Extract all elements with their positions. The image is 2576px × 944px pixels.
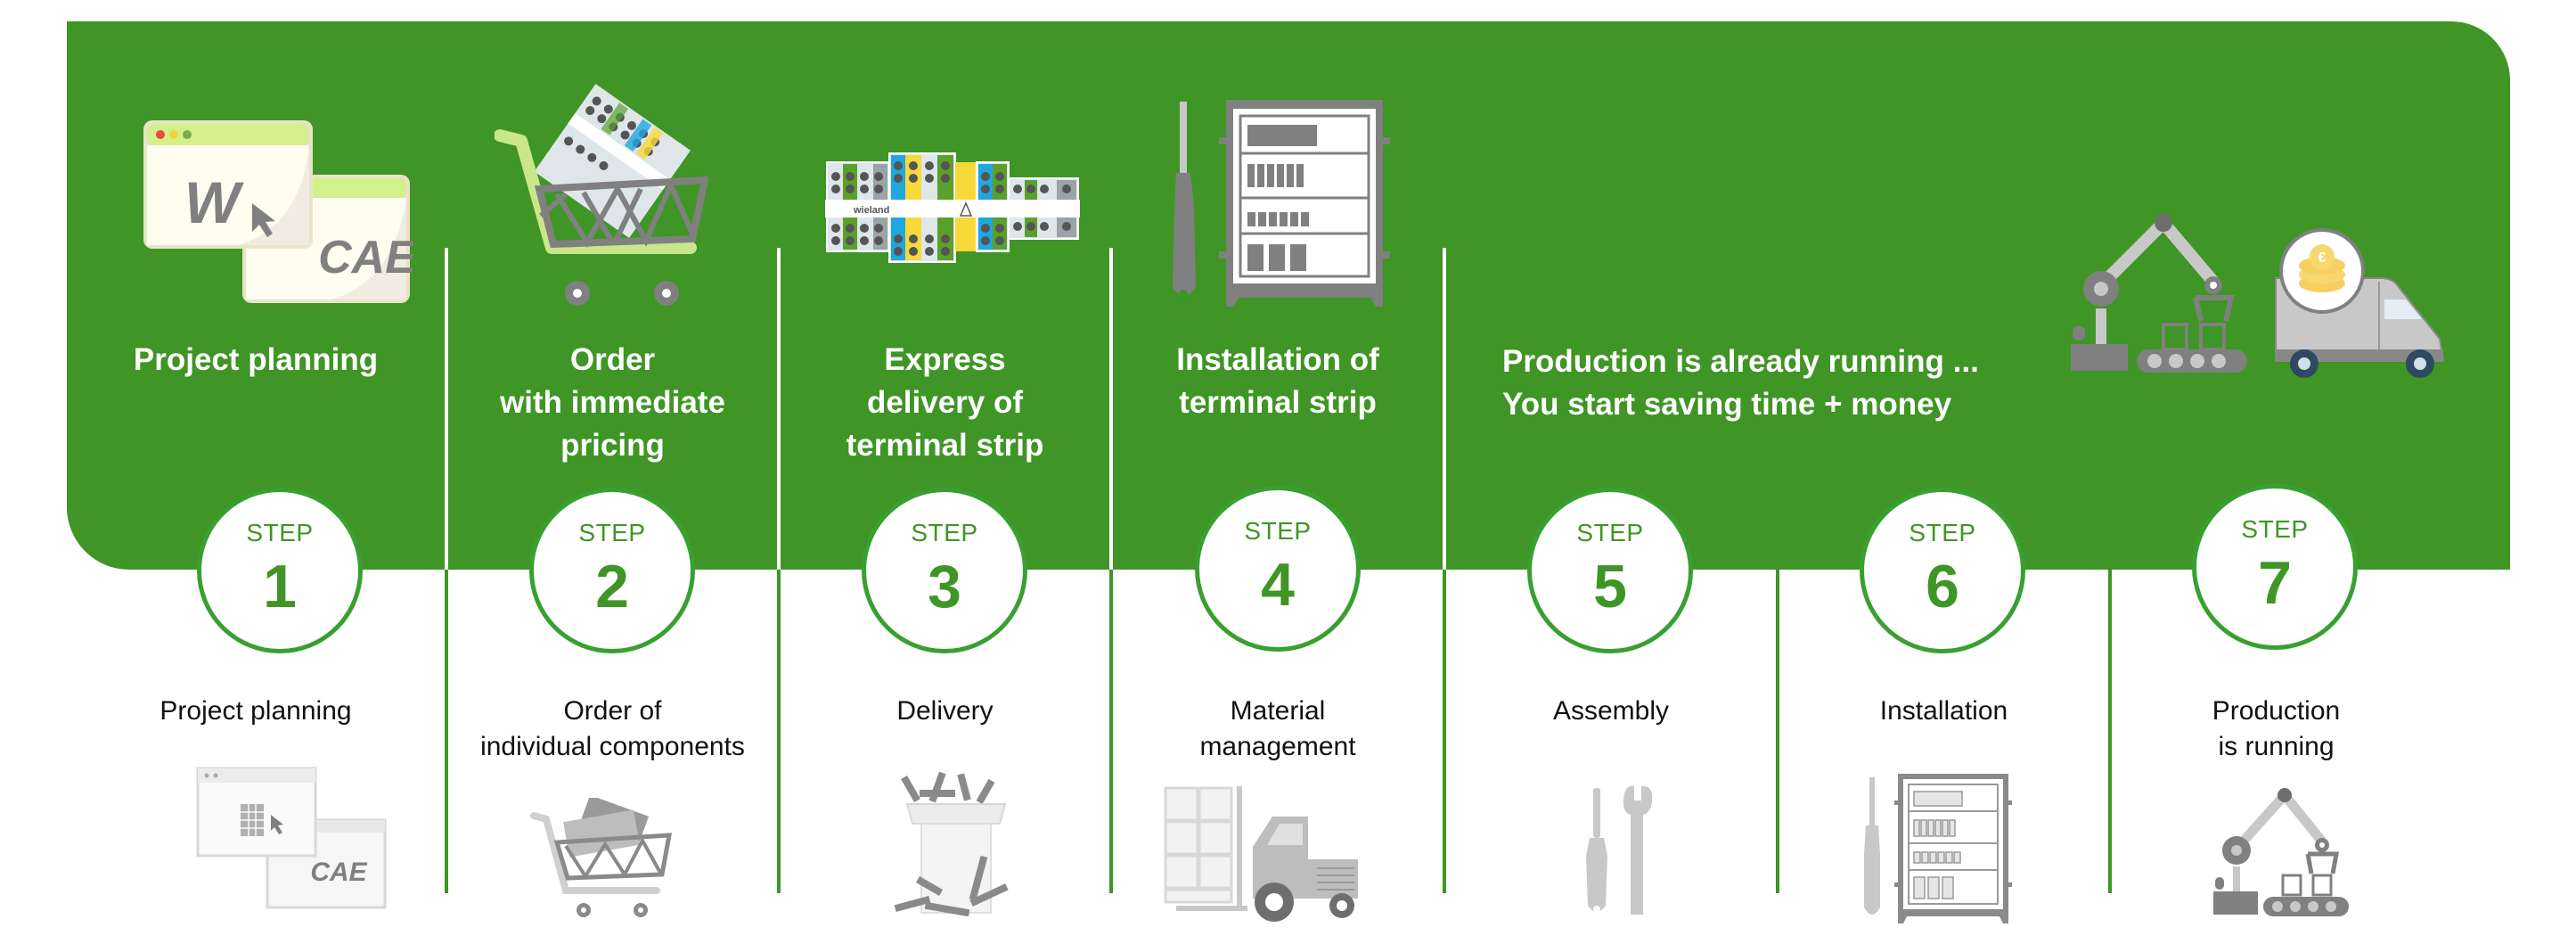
cae-windows-icon: CAE [196,767,387,909]
delivery-van-euro-icon: € [2275,228,2445,378]
step-badge-2: STEP 2 [529,488,695,653]
svg-text:W: W [184,169,244,235]
top-title-step-3: Express delivery of terminal strip [846,342,1044,463]
robot-arm-icon [2213,788,2349,916]
column-divider [445,248,448,570]
step-label-3: Delivery [896,696,994,726]
screwdriver-cabinet-icon [1173,100,1390,307]
top-title-step-2: Order with immediate pricing [500,342,725,463]
screwdriver-wrench-icon [1586,785,1653,915]
shopping-cart-icon [530,798,673,917]
cae-windows-icon: CAE W [143,120,413,303]
column-divider [445,570,448,893]
svg-text:€: € [2318,250,2327,266]
step-badge-5: STEP 5 [1527,488,1693,653]
svg-text:wieland: wieland [853,205,889,216]
column-divider [1443,570,1446,893]
terminal-strip-icon: wieland [825,152,1080,263]
step-label-1: Project planning [159,696,352,726]
robot-arm-icon [2071,214,2247,373]
step-badge-3: STEP 3 [862,488,1027,653]
svg-text:CAE: CAE [310,858,367,887]
step-label-7: Production is running [2212,696,2341,761]
step-badge-4: STEP 4 [1195,486,1361,652]
column-divider [777,248,781,570]
control-cabinet-icon [1864,774,2012,923]
step-label-4: Material management [1199,696,1356,761]
step-badge-7: STEP 7 [2192,484,2358,650]
column-divider [1776,570,1779,893]
forklift-icon [1164,786,1358,922]
parts-bag-icon [894,771,1009,917]
top-title-step-5: Production is already running ... You st… [1502,344,1979,422]
step-badge-6: STEP 6 [1860,488,2025,653]
top-title-step-1: Project planning [133,342,379,377]
top-title-step-4: Installation of terminal strip [1176,342,1379,420]
column-divider [1109,570,1113,893]
column-divider [1109,248,1113,570]
step-label-2: Order of individual components [480,696,745,761]
shopping-cart-icon [495,84,708,306]
column-divider [1443,248,1446,570]
column-divider [777,570,781,893]
step-label-6: Installation [1879,696,2008,726]
step-badge-1: STEP 1 [197,488,363,653]
step-label-5: Assembly [1552,696,1670,726]
svg-text:CAE: CAE [318,232,413,283]
column-divider [2108,570,2112,893]
